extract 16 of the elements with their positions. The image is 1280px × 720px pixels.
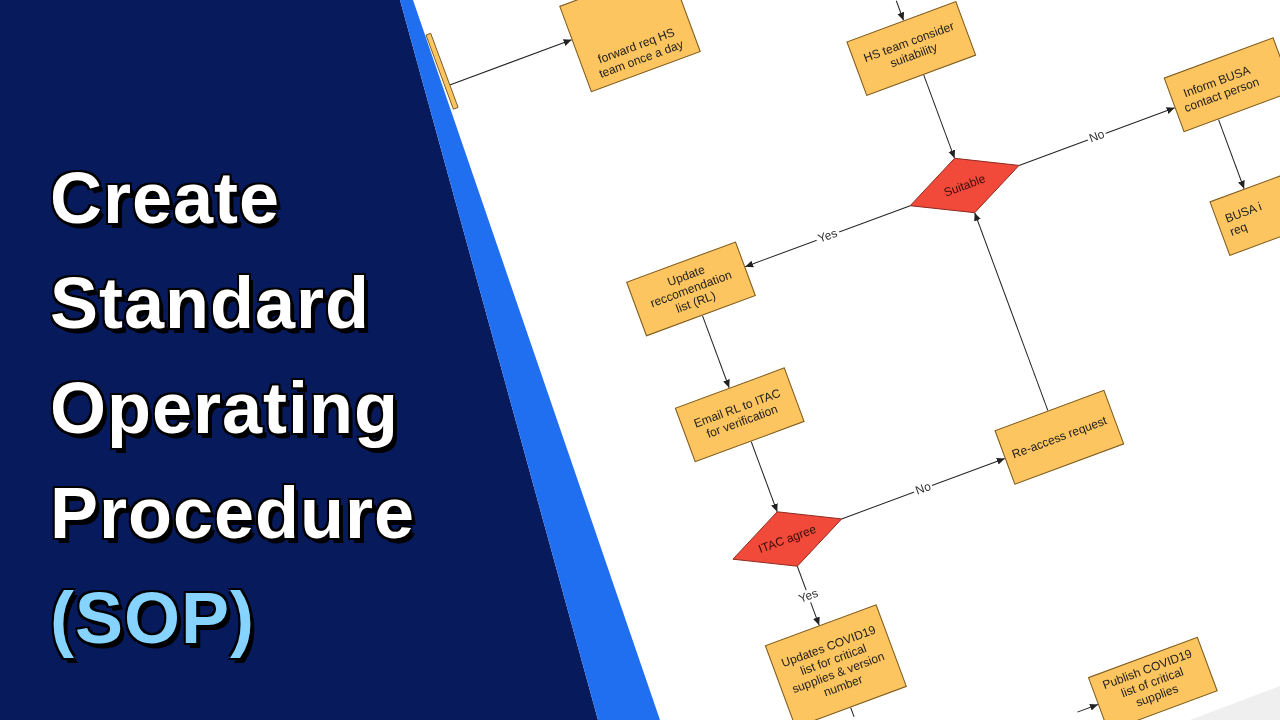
arrow (1018, 107, 1176, 166)
connector-line (850, 707, 855, 718)
decision-text: Suitable (941, 171, 988, 200)
process-box (425, 32, 459, 110)
arrow (449, 39, 573, 86)
step-text: BUSA i req (1223, 198, 1265, 239)
arrow (750, 441, 778, 513)
decision-text: ITAC agree (756, 522, 819, 557)
arrow (923, 74, 956, 159)
arrow (974, 212, 1049, 412)
arrow (841, 458, 1006, 520)
arrow (895, 0, 905, 21)
arrow (1076, 704, 1099, 713)
title: Create Standard Operating Procedure (SOP) (50, 157, 416, 660)
arrow (701, 315, 730, 389)
arrow (1217, 118, 1245, 190)
